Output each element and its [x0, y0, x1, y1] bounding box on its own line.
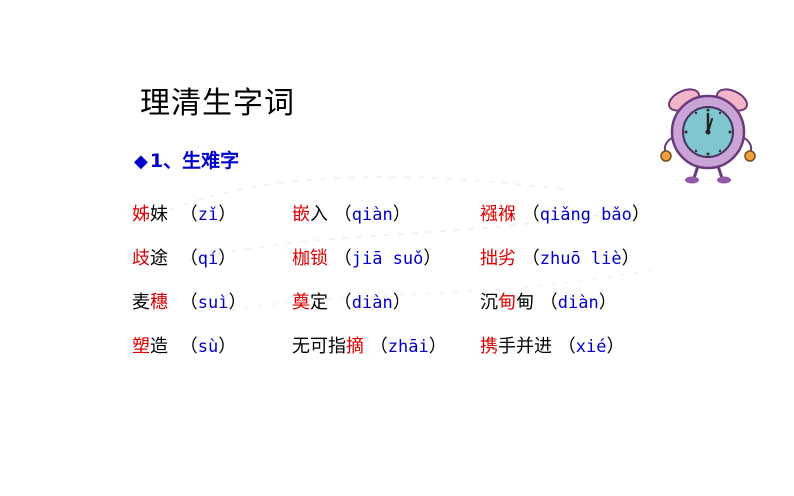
open-paren: （ — [179, 248, 198, 269]
vocab-item: 襁褓 （qiǎng bǎo） — [480, 200, 650, 226]
word-part: 歧 — [132, 248, 150, 269]
word-part: 麦 — [132, 292, 150, 313]
vocab-item: 枷锁 （jiā suǒ） — [292, 244, 441, 270]
pinyin: suì — [197, 293, 229, 313]
word-part: 襁褓 — [480, 204, 516, 225]
pinyin: sù — [197, 337, 219, 357]
pinyin: zǐ — [197, 205, 219, 225]
open-paren: （ — [333, 248, 352, 269]
open-paren: （ — [333, 204, 352, 225]
open-paren: （ — [539, 292, 558, 313]
close-paren: ） — [606, 336, 625, 357]
word-part: 手并进 — [498, 336, 552, 357]
vocab-item: 奠定 （diàn） — [292, 288, 411, 314]
section-label: 1、生难字 — [149, 150, 240, 172]
word-part: 枷锁 — [292, 248, 328, 269]
pinyin: xié — [575, 337, 607, 357]
alarm-clock-icon — [660, 88, 756, 184]
open-paren: （ — [521, 248, 540, 269]
close-paren: ） — [598, 292, 617, 313]
word-part: 穗 — [150, 292, 168, 313]
word-part: 摘 — [346, 336, 364, 357]
word-part: 嵌 — [292, 204, 310, 225]
vocab-item: 嵌入 （qiàn） — [292, 200, 411, 226]
open-paren: （ — [179, 336, 198, 357]
page-title: 理清生字词 — [140, 86, 295, 121]
word-part: 拙劣 — [480, 248, 516, 269]
word-part: 甸 — [498, 292, 516, 313]
close-paren: ） — [218, 204, 237, 225]
word-part: 定 — [310, 292, 328, 313]
close-paren: ） — [392, 204, 411, 225]
word-part: 塑 — [132, 336, 150, 357]
close-paren: ） — [392, 292, 411, 313]
pinyin: jiā suǒ — [351, 249, 424, 269]
background-watermark — [169, 175, 651, 311]
vocab-item: 携手并进 （xié） — [480, 332, 624, 358]
open-paren: （ — [369, 336, 388, 357]
word-part: 途 — [150, 248, 168, 269]
open-paren: （ — [179, 292, 198, 313]
word-part: 奠 — [292, 292, 310, 313]
vocab-item: 歧途 （qí） — [132, 244, 236, 270]
close-paren: ） — [423, 248, 442, 269]
word-part: 甸 — [516, 292, 534, 313]
vocab-item: 麦穗 （suì） — [132, 288, 246, 314]
close-paren: ） — [228, 292, 247, 313]
pinyin: qiàn — [351, 205, 393, 225]
vocab-item: 塑造 （sù） — [132, 332, 236, 358]
pinyin: zhāi — [387, 337, 429, 357]
vocab-item: 姊妹 （zǐ） — [132, 200, 236, 226]
open-paren: （ — [333, 292, 352, 313]
word-part: 沉 — [480, 292, 498, 313]
open-paren: （ — [557, 336, 576, 357]
word-part: 妹 — [150, 204, 168, 225]
section-heading: ◆1、生难字 — [134, 146, 239, 173]
pinyin: diàn — [351, 293, 393, 313]
close-paren: ） — [631, 204, 650, 225]
vocab-item: 拙劣 （zhuō liè） — [480, 244, 640, 270]
pinyin: qí — [197, 249, 219, 269]
close-paren: ） — [218, 336, 237, 357]
open-paren: （ — [179, 204, 198, 225]
close-paren: ） — [428, 336, 447, 357]
word-part: 携 — [480, 336, 498, 357]
pinyin: qiǎng bǎo — [539, 205, 632, 225]
close-paren: ） — [621, 248, 640, 269]
open-paren: （ — [521, 204, 540, 225]
word-part: 姊 — [132, 204, 150, 225]
word-part: 入 — [310, 204, 328, 225]
word-part: 造 — [150, 336, 168, 357]
diamond-bullet-icon: ◆ — [134, 151, 148, 172]
vocab-item: 沉甸甸 （diàn） — [480, 288, 617, 314]
close-paren: ） — [218, 248, 237, 269]
word-part: 无可指 — [292, 336, 346, 357]
pinyin: diàn — [557, 293, 599, 313]
vocab-item: 无可指摘 （zhāi） — [292, 332, 447, 358]
pinyin: zhuō liè — [539, 249, 622, 269]
